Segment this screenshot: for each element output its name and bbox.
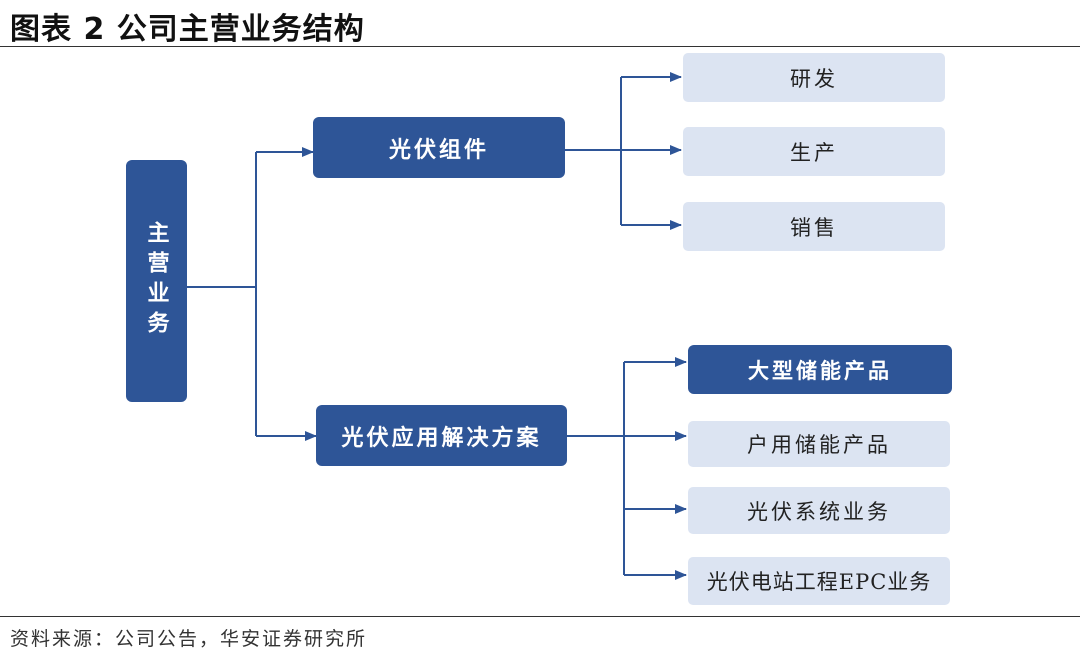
leaf-node-pv-system: 光伏系统业务 bbox=[688, 487, 950, 534]
leaf-node-large-storage: 大型储能产品 bbox=[688, 345, 952, 394]
leaf-node-sales: 销售 bbox=[683, 202, 945, 251]
source-rule bbox=[0, 616, 1080, 617]
branch-node-pv-modules: 光伏组件 bbox=[313, 117, 565, 178]
leaf-node-production: 生产 bbox=[683, 127, 945, 176]
figure-title: 图表 2 公司主营业务结构 bbox=[10, 12, 365, 47]
title-rule bbox=[0, 46, 1080, 47]
source-note: 资料来源：公司公告，华安证券研究所 bbox=[10, 628, 368, 650]
root-node-main-business: 主营业务 bbox=[126, 160, 187, 402]
leaf-node-epc: 光伏电站工程EPC业务 bbox=[688, 557, 950, 605]
leaf-node-rnd: 研发 bbox=[683, 53, 945, 102]
leaf-node-household-storage: 户用储能产品 bbox=[688, 421, 950, 467]
branch-node-pv-solutions: 光伏应用解决方案 bbox=[316, 405, 567, 466]
